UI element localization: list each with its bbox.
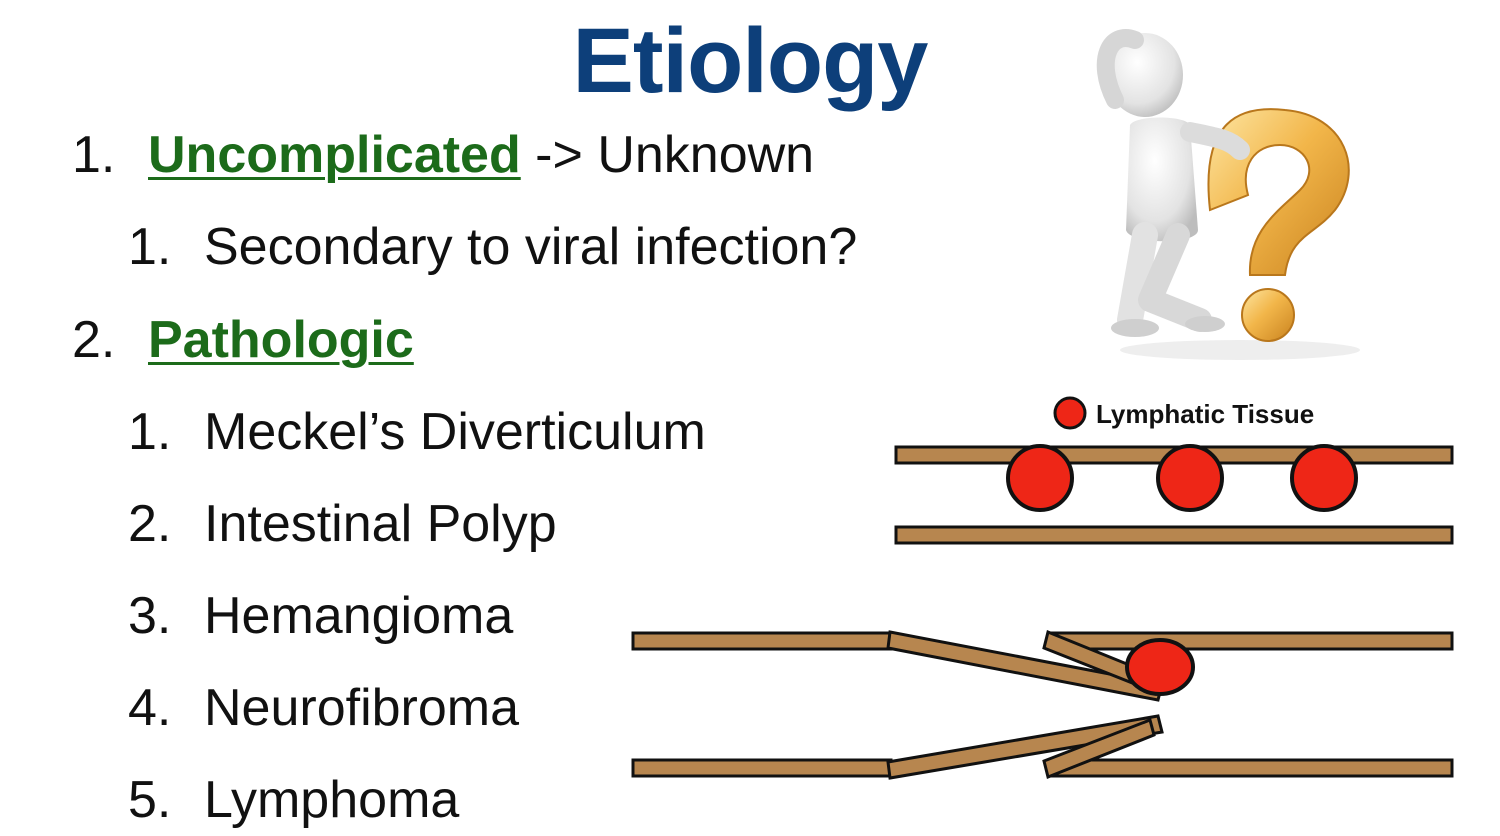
outline-subitem-text: Hemangioma [204, 587, 514, 645]
outline-subitem-text: Intestinal Polyp [204, 495, 557, 553]
outline-number: 5. [128, 771, 172, 829]
outline-suffix: -> Unknown [520, 126, 815, 184]
intestine-wall-lower [894, 525, 1454, 545]
outline-number: 4. [128, 679, 172, 737]
thinking-person-question-mark-icon [1096, 29, 1360, 360]
intestine-wall-lower-right [1048, 758, 1454, 778]
intussusception-diagram [631, 629, 1454, 780]
intestine-wall-lower-left [631, 758, 893, 778]
telescoped-wall-inner-lower [1042, 717, 1156, 780]
outline-number: 1. [128, 218, 172, 276]
telescoped-wall-outer-lower [886, 714, 1164, 780]
outline-highlight-pathologic: Pathologic [148, 311, 414, 369]
intestine-wall-upper-left [631, 631, 893, 651]
thinking-person-icon [1096, 29, 1250, 337]
lymph-node-lead-point [1125, 638, 1195, 696]
lymph-node [1156, 444, 1224, 512]
legend-lymph-node-icon [1053, 396, 1087, 430]
outline-subitem-text: Lymphoma [204, 771, 460, 829]
lymph-node [1006, 444, 1074, 512]
outline-number: 3. [128, 587, 172, 645]
outline-number: 2. [72, 311, 116, 369]
outline-number: 2. [128, 495, 172, 553]
outline-number: 1. [72, 126, 116, 184]
outline-subitem-text: Secondary to viral infection? [204, 218, 858, 276]
outline-highlight-uncomplicated: Uncomplicated [148, 126, 521, 184]
legend-label: Lymphatic Tissue [1096, 399, 1314, 429]
intestine-lymphatic-tissue-diagram: Lymphatic Tissue [894, 396, 1454, 545]
outline-subitem-text: Neurofibroma [204, 679, 520, 737]
outline-number: 1. [128, 403, 172, 461]
lymph-node [1290, 444, 1358, 512]
intestine-wall-upper-right [1048, 631, 1454, 651]
outline-subitem-text: Meckel’s Diverticulum [204, 403, 706, 461]
telescoped-wall-outer-upper [886, 630, 1164, 702]
slide-title: Etiology [572, 10, 929, 112]
